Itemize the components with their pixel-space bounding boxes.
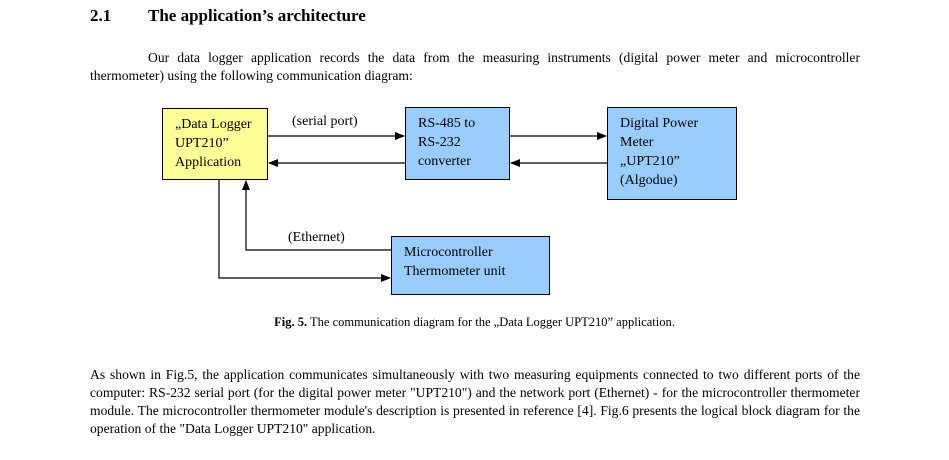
box-converter-line: RS-485 to (418, 116, 476, 131)
box-app-line: „Data Logger (175, 117, 252, 132)
box-rs485-converter: RS-485 to RS-232 converter (405, 107, 510, 180)
box-converter-line: converter (418, 154, 471, 169)
section-title: The application’s architecture (148, 6, 366, 25)
figure-caption: Fig. 5. The communication diagram for th… (0, 315, 949, 330)
box-meter-line: (Algodue) (620, 173, 678, 188)
label-ethernet: (Ethernet) (288, 230, 345, 245)
body-paragraph: As shown in Fig.5, the application commu… (90, 367, 860, 436)
box-app-line: Application (175, 155, 242, 170)
box-meter-line: Digital Power (620, 116, 699, 131)
section-number: 2.1 (90, 6, 112, 25)
caption-label: Fig. 5. (274, 315, 308, 329)
box-meter-line: „UPT210” (620, 154, 680, 169)
arrow-app-to-thermometer (218, 180, 391, 282)
box-converter-line: RS-232 (418, 135, 461, 150)
label-serial-port: (serial port) (292, 114, 358, 129)
box-thermo-line: Microcontroller (404, 245, 493, 260)
section-heading: 2.1 The application’s architecture (90, 6, 366, 26)
box-meter-line: Meter (620, 135, 654, 150)
box-digital-power-meter: Digital Power Meter „UPT210” (Algodue) (607, 107, 737, 200)
box-app-line: UPT210” (175, 136, 229, 151)
box-thermo-line: Thermometer unit (404, 264, 506, 279)
box-thermometer-unit: Microcontroller Thermometer unit (391, 236, 550, 295)
caption-text: The communication diagram for the „Data … (310, 315, 675, 329)
box-data-logger-app: „Data Logger UPT210” Application (162, 108, 268, 180)
intro-paragraph: Our data logger application records the … (90, 50, 860, 83)
